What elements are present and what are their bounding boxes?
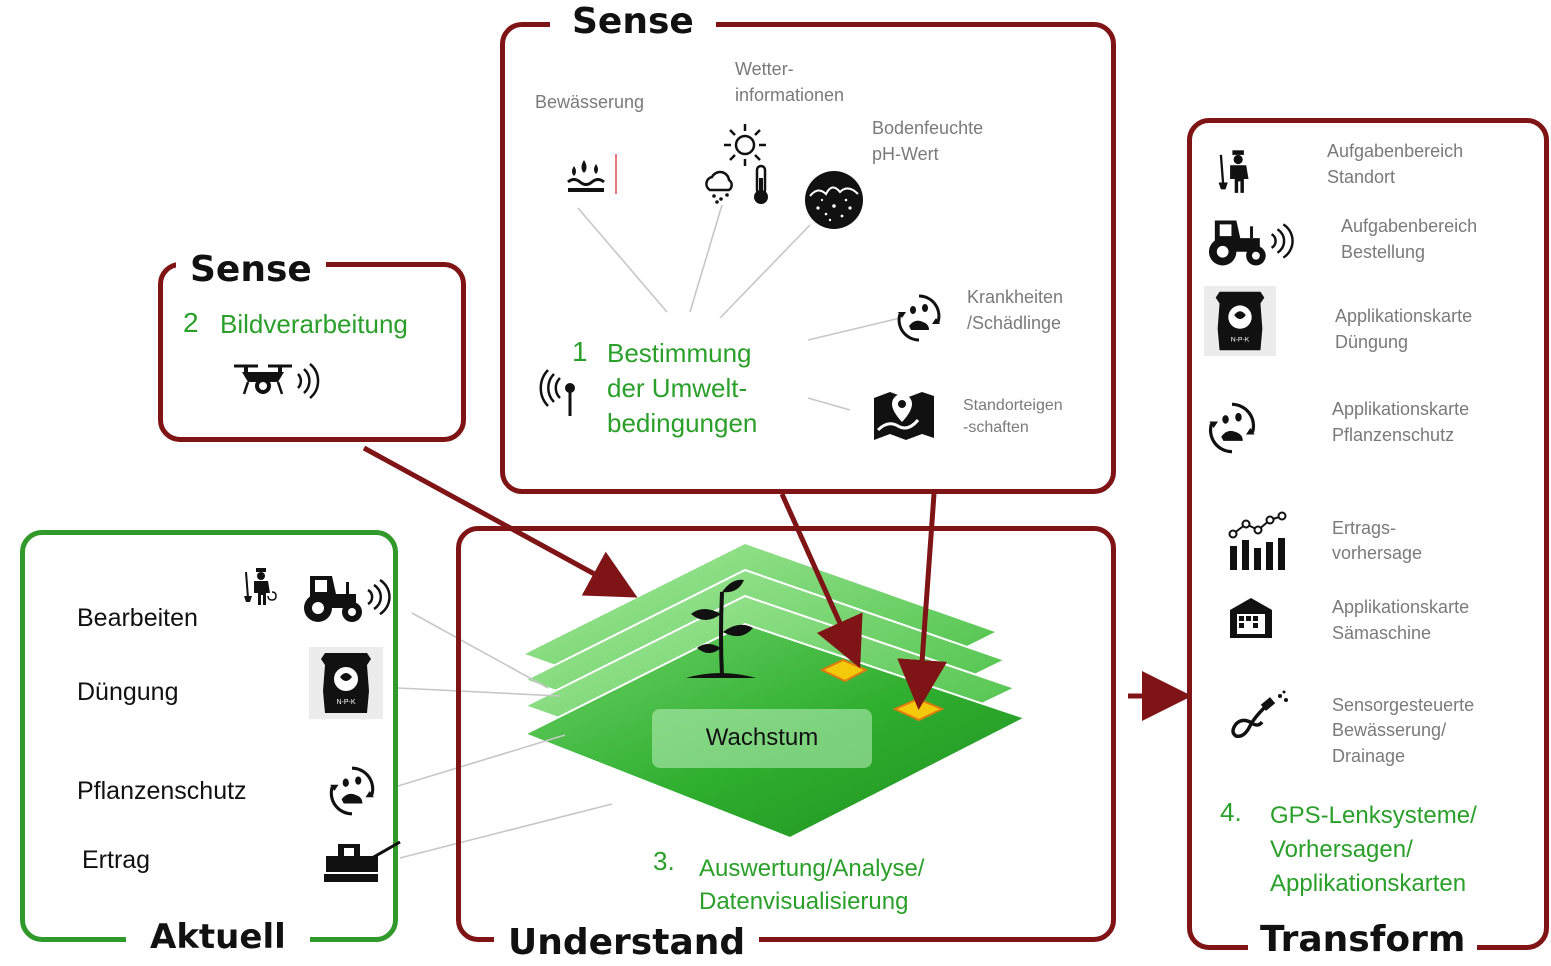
transform-item-1-line-1: Aufgabenbereich bbox=[1327, 141, 1464, 161]
step-1-line-2: der Umwelt- bbox=[607, 373, 748, 403]
pest-icon bbox=[897, 294, 941, 342]
wachstum-label: Wachstum bbox=[705, 724, 819, 751]
thermometer-icon bbox=[754, 164, 768, 204]
step-4-line-1: GPS-Lenksysteme/ bbox=[1270, 802, 1477, 829]
fertilizer-bag-icon: N-P-K bbox=[309, 647, 383, 719]
transform-item-4-line-2: Pflanzenschutz bbox=[1332, 425, 1455, 445]
tractor-icon bbox=[1208, 220, 1294, 266]
label-boden-2: pH-Wert bbox=[872, 144, 939, 164]
arrow-bildverarbeitung bbox=[362, 445, 638, 598]
transform-item-6-line-2: Sämaschine bbox=[1332, 623, 1432, 643]
antenna-icon bbox=[539, 369, 575, 416]
transform-item-2-line-1: Aufgabenbereich bbox=[1341, 216, 1478, 236]
step-4-line-2: Vorhersagen/ bbox=[1270, 836, 1413, 863]
arrow-sense-marker-1 bbox=[779, 492, 863, 669]
transform-item-5-line-2: vorhersage bbox=[1332, 543, 1423, 563]
soil-icon bbox=[805, 171, 863, 229]
transform-item-7-line-3: Drainage bbox=[1332, 746, 1406, 766]
transform-item-2-line-2: Bestellung bbox=[1341, 242, 1426, 262]
transform-item-7-line-2: Bewässerung/ bbox=[1332, 720, 1447, 740]
label-krankheiten-2: /Schädlinge bbox=[967, 313, 1062, 333]
svg-text:N-P-K: N-P-K bbox=[336, 699, 355, 706]
label-boden-1: Bodenfeuchte bbox=[872, 118, 984, 138]
map-pin-icon bbox=[874, 392, 934, 440]
harvester-icon bbox=[324, 840, 401, 882]
aktuell-item-duengung: Düngung bbox=[77, 678, 179, 706]
step-1-number: 1 bbox=[572, 336, 588, 367]
aktuell-connector-lines bbox=[397, 612, 613, 859]
label-standort-2: -schaften bbox=[963, 419, 1029, 436]
svg-text:N-P-K: N-P-K bbox=[1231, 336, 1250, 343]
step-4-number: 4. bbox=[1220, 797, 1242, 827]
fertilizer-bag-icon: N-P-K bbox=[1204, 285, 1276, 357]
wachstum-label-box bbox=[652, 709, 872, 768]
tractor-icon bbox=[304, 576, 391, 622]
aktuell-title: Aktuell bbox=[126, 920, 310, 954]
transform-item-1-line-2: Standort bbox=[1327, 167, 1396, 187]
transform-item-7-line-1: Sensorgesteuerte bbox=[1332, 695, 1475, 715]
sense-connector-lines bbox=[577, 204, 901, 411]
transform-item-5-line-1: Ertrags- bbox=[1332, 518, 1397, 538]
drone-icon bbox=[234, 363, 320, 399]
rain-cloud-icon bbox=[705, 170, 733, 204]
transform-item-6-line-1: Applikationskarte bbox=[1332, 597, 1470, 617]
sun-icon bbox=[724, 124, 766, 166]
label-wetter-2: informationen bbox=[735, 85, 845, 105]
understand-frame bbox=[456, 526, 1116, 942]
sense-top-title: Sense bbox=[550, 4, 716, 40]
label-krankheiten-1: Krankheiten bbox=[967, 287, 1064, 307]
transform-item-4-line-1: Applikationskarte bbox=[1332, 399, 1470, 419]
step-1-line-1: Bestimmung bbox=[607, 338, 752, 368]
plant-icon bbox=[686, 579, 756, 678]
pest-icon bbox=[329, 766, 375, 816]
sense-left-title: Sense bbox=[176, 252, 326, 288]
farmer-icon bbox=[1218, 150, 1249, 193]
step-3-number: 3. bbox=[653, 846, 675, 876]
transform-item-3-line-2: Düngung bbox=[1335, 332, 1409, 352]
yield-chart-icon bbox=[1228, 511, 1287, 570]
irrigation-icon bbox=[567, 154, 617, 194]
aktuell-item-pflanzenschutz: Pflanzenschutz bbox=[77, 777, 247, 805]
step-3-line-1: Auswertung/Analyse/ bbox=[699, 855, 925, 882]
label-bewaesserung: Bewässerung bbox=[535, 92, 645, 112]
pest-icon bbox=[1208, 402, 1256, 454]
sense-top-frame bbox=[500, 22, 1116, 494]
transform-item-3-line-1: Applikationskarte bbox=[1335, 306, 1473, 326]
step-2-label: Bildverarbeitung bbox=[220, 309, 408, 339]
step-2-number: 2 bbox=[183, 307, 199, 338]
aktuell-item-ertrag: Ertrag bbox=[82, 846, 151, 874]
step-1-line-3: bedingungen bbox=[607, 408, 758, 438]
understand-title: Understand bbox=[494, 925, 760, 961]
transform-title: Transform bbox=[1248, 922, 1478, 958]
seeder-icon bbox=[1230, 598, 1272, 638]
step-3-line-2: Datenvisualisierung bbox=[699, 888, 909, 915]
farmer-icon bbox=[244, 568, 277, 605]
aktuell-item-bearbeiten: Bearbeiten bbox=[77, 604, 198, 632]
step-4-line-3: Applikationskarten bbox=[1270, 870, 1467, 897]
hose-icon bbox=[1231, 690, 1288, 739]
label-standort-1: Standorteigen bbox=[963, 397, 1063, 414]
label-wetter-1: Wetter- bbox=[735, 59, 794, 79]
